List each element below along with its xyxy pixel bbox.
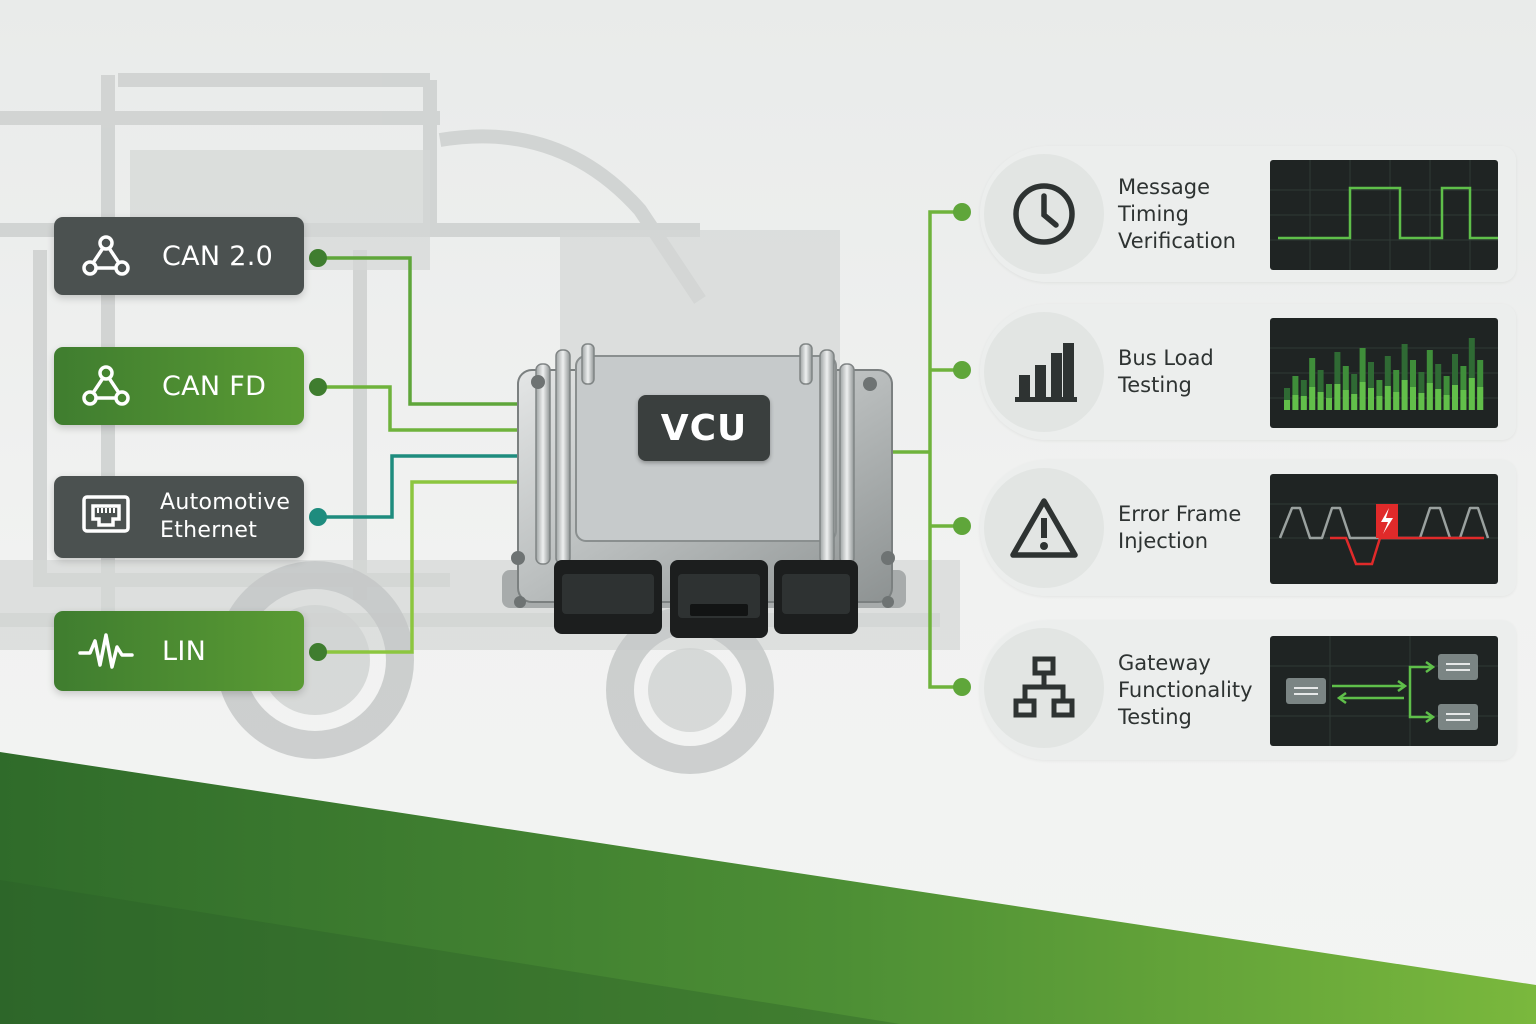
bus-load-bar [1368,362,1374,410]
bus-load-bar-top [1359,382,1366,410]
bus-load-bar [1443,376,1450,410]
connector-trunk [890,210,962,689]
bus-load-bar [1418,372,1425,410]
protocol-label: LIN [162,635,207,667]
bus-load-bar [1401,344,1408,410]
vcu-label: VCU [638,395,770,461]
bus-load-bar-top [1292,395,1299,410]
protocol-canfd: CAN FD [54,347,304,425]
bus-load-bar [1452,354,1458,410]
bus-load-bar-top [1410,387,1416,410]
protocol-automotive-ethernet: Automotive Ethernet [54,476,304,558]
warning-triangle-icon [984,468,1104,588]
bus-load-bar [1359,348,1366,410]
bus-load-bar [1435,364,1442,410]
waveform-icon [78,623,134,679]
bus-load-bar-top [1351,394,1358,410]
test-label-text: Error Frame Injection [1118,502,1242,553]
bus-load-bar-top [1368,388,1374,410]
bus-load-bar-top [1309,387,1316,410]
bus-load-bar-top [1317,392,1324,410]
ethernet-port-icon [78,489,134,545]
test-label-text: Gateway Functionality Testing [1118,650,1253,729]
bar-graph-screen [1270,318,1498,428]
bus-load-bar [1292,376,1299,410]
protocol-label: CAN 2.0 [162,240,274,272]
clock-icon [984,154,1104,274]
test-label-text: Message Timing Verification [1118,174,1236,253]
bus-load-bar-top [1452,385,1458,410]
bus-load-bar-top [1334,384,1341,410]
bus-load-bar [1309,358,1316,410]
bus-load-bar [1342,366,1349,410]
test-label: Message Timing Verification [1118,146,1263,282]
bar-chart-icon [984,312,1104,432]
bus-load-bar-top [1284,400,1290,410]
bus-load-bar-top [1435,389,1442,410]
bus-load-bar [1300,380,1307,410]
test-card-message-timing: Message Timing Verification [980,146,1516,282]
network-hierarchy-icon [984,628,1104,748]
connector-canfd [318,385,522,432]
routing-diagram-screen [1270,636,1498,746]
bus-load-bar [1326,384,1332,410]
can-network-icon [78,358,134,414]
test-card-gateway: Gateway Functionality Testing [980,620,1516,760]
test-card-bus-load: Bus Load Testing [980,304,1516,440]
bus-load-bar-top [1393,392,1400,410]
bus-load-bar [1334,352,1341,410]
connector-can20 [318,256,522,406]
test-card-error-frame: Error Frame Injection [980,460,1516,596]
bus-load-bar [1317,370,1324,410]
test-label: Bus Load Testing [1118,304,1263,440]
vcu-device [502,343,906,638]
test-label: Error Frame Injection [1118,460,1263,596]
protocol-can20: CAN 2.0 [54,217,304,295]
connector-lin [318,480,520,654]
bus-load-bar [1351,374,1358,410]
bus-load-bar-top [1342,390,1349,410]
test-label-text: Bus Load Testing [1118,346,1214,397]
bus-load-bar-top [1426,383,1433,410]
bus-load-bar [1460,366,1467,410]
bus-load-bar [1477,360,1484,410]
connector-ports [554,560,858,638]
bus-load-bar-top [1376,396,1383,410]
bus-load-bar [1426,350,1433,410]
bus-load-bar-top [1384,386,1391,410]
protocol-lin: LIN [54,611,304,691]
bus-load-bar-top [1326,398,1332,410]
bus-load-bar [1468,338,1475,410]
bus-load-bar-top [1418,393,1425,410]
protocol-label-text: Automotive Ethernet [160,490,291,543]
bus-load-bar-top [1401,380,1408,410]
bus-load-bar [1284,388,1290,410]
protocol-label: Automotive Ethernet [160,489,290,545]
can-network-icon [78,228,134,284]
square-wave-screen [1270,160,1498,270]
bus-load-bar-top [1443,395,1450,410]
bus-load-bar-top [1468,378,1475,410]
bus-load-bar [1393,370,1400,410]
bus-load-bar-top [1300,396,1307,410]
bus-load-bar [1376,380,1383,410]
bus-load-bar [1410,360,1416,410]
protocol-label: CAN FD [162,370,267,402]
bus-load-bar [1384,356,1391,410]
bus-load-bar-top [1477,387,1484,410]
test-label: Gateway Functionality Testing [1118,620,1263,760]
connector-ethernet [318,454,520,519]
bus-load-bar-top [1460,390,1467,410]
error-waveform-screen [1270,474,1498,584]
